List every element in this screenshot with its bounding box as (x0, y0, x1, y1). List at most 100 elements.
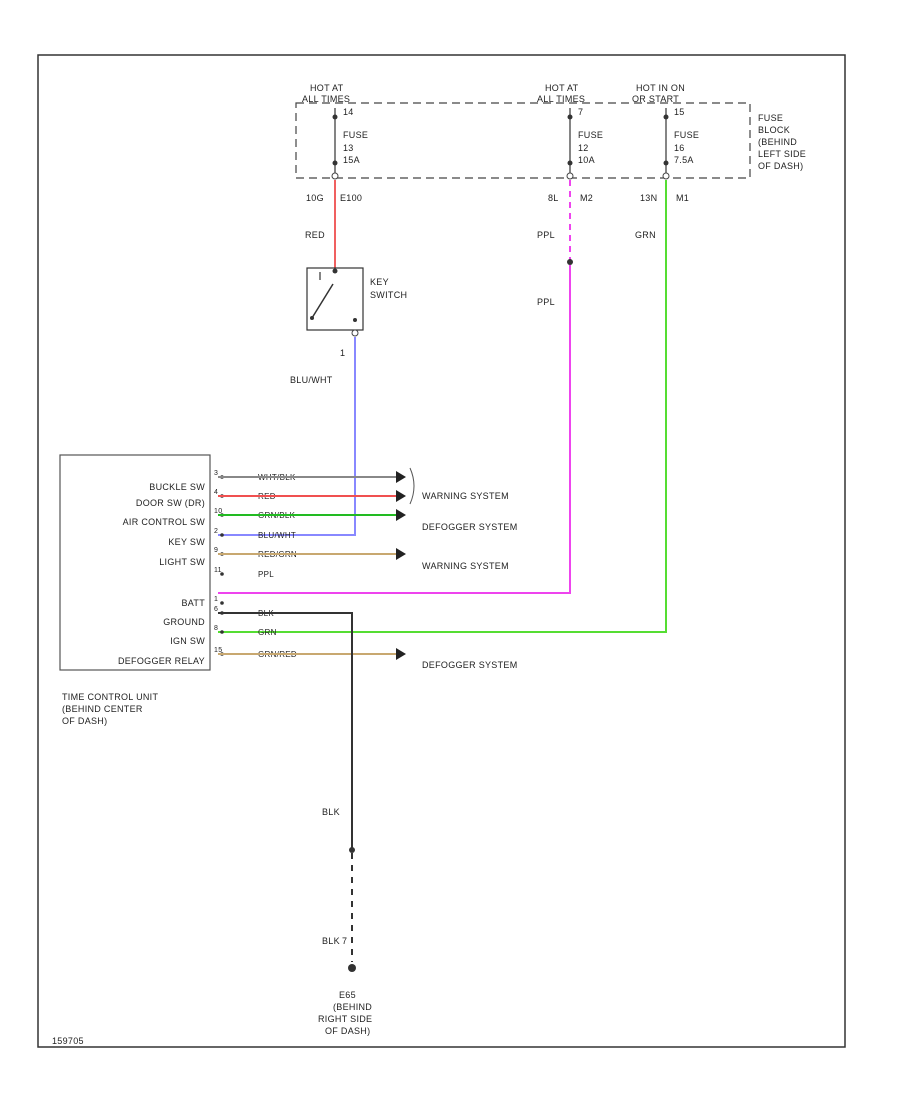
wire-blk (218, 612, 353, 850)
fuse-12: HOT AT ALL TIMES 7 FUSE 12 10A (537, 83, 603, 180)
fuse-13-hot2: ALL TIMES (302, 94, 350, 104)
fuse-16-connector (662, 172, 670, 180)
fuse-16-bottom-terminal (663, 160, 669, 166)
unit-pin-number: 15 (214, 647, 222, 654)
unit-pin-number: 1 (214, 596, 218, 603)
dest-warning-system-1: WARNING SYSTEM (422, 491, 509, 501)
key-switch-contact (311, 283, 334, 319)
ground-label-1: E65 (339, 990, 356, 1000)
unit-pin-terminal (220, 533, 224, 537)
fuse-pin-label-13n: 13N (640, 193, 657, 203)
key-switch: KEY SWITCH 1 (306, 267, 407, 358)
ground-label-2: (BEHIND (333, 1002, 372, 1012)
fuse-block-label-3: (BEHIND (758, 137, 797, 147)
unit-pin-number: 11 (214, 567, 222, 574)
fuse-13-pin-top: 14 (343, 107, 354, 117)
unit-pin-terminal (220, 601, 224, 605)
fuse-12-hot2: ALL TIMES (537, 94, 585, 104)
fuse-12-pin-top: 7 (578, 107, 583, 117)
fuse-block-label-4: LEFT SIDE (758, 149, 806, 159)
wire-label-red: RED (305, 230, 325, 240)
fuse-block-label-2: BLOCK (758, 125, 790, 135)
fuse-12-label: FUSE (578, 130, 603, 140)
wire-label-blu-wht: BLU/WHT (290, 375, 333, 385)
wire-ppl (218, 265, 571, 594)
fuse-16-hot2: OR START (632, 94, 679, 104)
wire-label-ppl-top: PPL (537, 230, 555, 240)
arrow-door (396, 490, 406, 502)
fuse-block-label: FUSE BLOCK (BEHIND LEFT SIDE OF DASH) (758, 113, 806, 171)
fuse-13-amperage: 15A (343, 155, 360, 165)
fuse-block-outline (295, 102, 751, 179)
unit-pin-terminal (220, 630, 224, 634)
time-control-unit (59, 454, 211, 671)
key-switch-body (306, 267, 364, 331)
diagram-frame (37, 54, 846, 1048)
dest-defogger-system-1: DEFOGGER SYSTEM (422, 522, 518, 532)
unit-wire-label: PPL (258, 570, 274, 579)
fuse-13-top-terminal (332, 114, 338, 120)
wire-label-ppl-mid: PPL (537, 297, 555, 307)
unit-pin-number: 4 (214, 489, 218, 496)
ground-pin: 7 (342, 936, 347, 946)
dest-warning-system-2: WARNING SYSTEM (422, 561, 509, 571)
unit-pin-number: 2 (214, 528, 218, 535)
ground-point (348, 964, 356, 972)
unit-caption-2: (BEHIND CENTER (62, 704, 143, 714)
fuse-13-connector (331, 172, 339, 180)
unit-caption-1: TIME CONTROL UNIT (62, 692, 158, 702)
unit-pin-label: AIR CONTROL SW (123, 517, 206, 527)
arrow-buckle (396, 471, 406, 483)
fuse-13-hot: HOT AT (310, 83, 344, 93)
unit-pin-label: DOOR SW (DR) (136, 498, 205, 508)
figure-id: 159705 (52, 1036, 84, 1046)
fuse-12-number: 12 (578, 143, 589, 153)
arrow-air-control (396, 509, 406, 521)
ppl-connector (567, 259, 573, 265)
unit-pin-label: DEFOGGER RELAY (118, 656, 205, 666)
fuse-16-hot: HOT IN ON (636, 83, 685, 93)
unit-pin-label: KEY SW (168, 537, 205, 547)
fuse-12-amperage: 10A (578, 155, 595, 165)
unit-wire-label: GRN (258, 628, 277, 637)
unit-pin-number: 6 (214, 606, 218, 613)
arrow-light (396, 548, 406, 560)
unit-pin-label: IGN SW (170, 636, 205, 646)
key-switch-pin: 1 (340, 348, 345, 358)
fuse-13: HOT AT ALL TIMES 14 FUSE 13 15A (302, 83, 368, 180)
fuse-16-top-terminal (663, 114, 669, 120)
fuse-12-connector (566, 172, 574, 180)
fuse-13-number: 13 (343, 143, 354, 153)
ground-connector (349, 847, 355, 853)
unit-pin-number: 9 (214, 547, 218, 554)
unit-pin-label: BUCKLE SW (149, 482, 205, 492)
unit-wire-label: BLU/WHT (258, 531, 296, 540)
fuse-16-amperage: 7.5A (674, 155, 694, 165)
fuse-12-top-terminal (567, 114, 573, 120)
fuse-13-label: FUSE (343, 130, 368, 140)
arrow-defogger (396, 648, 406, 660)
fuse-block-label-5: OF DASH) (758, 161, 803, 171)
unit-pin-number: 10 (214, 508, 222, 515)
unit-pin-terminal (220, 572, 224, 576)
ground-label-4: OF DASH) (325, 1026, 370, 1036)
destination-wires (218, 467, 415, 660)
key-switch-label-2: SWITCH (370, 290, 407, 300)
fuse-12-bottom-terminal (567, 160, 573, 166)
fuse-16-label: FUSE (674, 130, 699, 140)
wire-label-blk-bottom: BLK (322, 936, 340, 946)
unit-caption-3: OF DASH) (62, 716, 107, 726)
unit-pin-number: 8 (214, 625, 218, 632)
wire-blu-wht (218, 337, 356, 536)
fuse-pin-label-m1: M1 (676, 193, 689, 203)
ground-label-3: RIGHT SIDE (318, 1014, 372, 1024)
key-switch-label-1: KEY (370, 277, 389, 287)
wire-label-grn: GRN (635, 230, 656, 240)
warning-bracket (409, 467, 415, 505)
fuse-pin-label-e100: E100 (340, 193, 362, 203)
key-switch-output-terminal (353, 318, 357, 322)
unit-pin-label: BATT (181, 598, 205, 608)
fuse-pin-label-10g: 10G (306, 193, 324, 203)
